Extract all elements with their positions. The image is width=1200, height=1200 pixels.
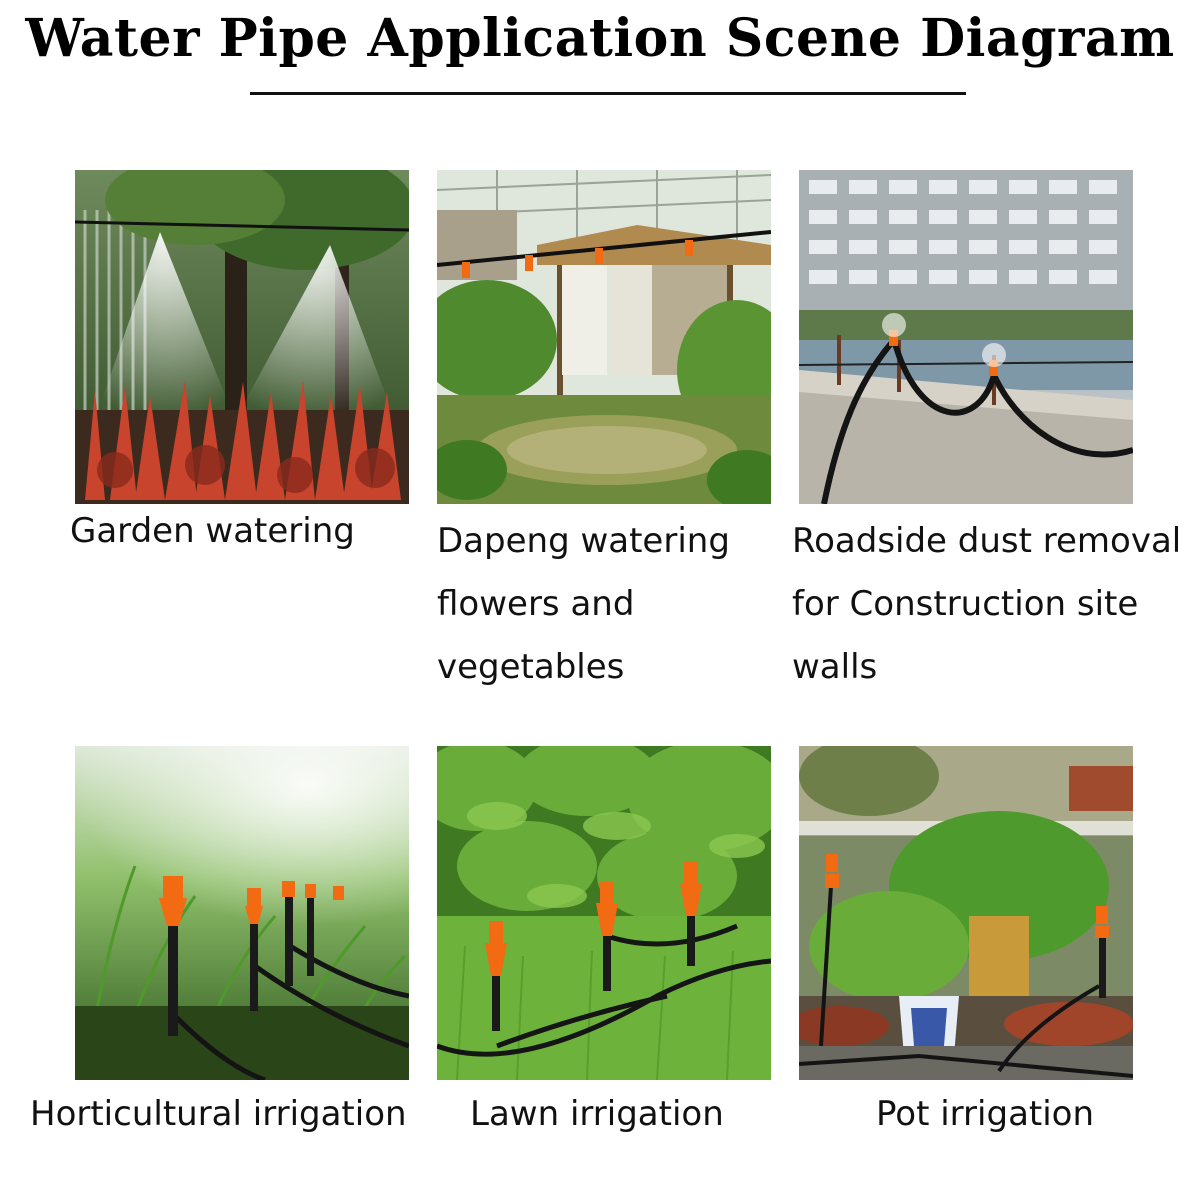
pot-irrigation-photo <box>799 746 1133 1080</box>
caption-lawn-irrigation: Lawn irrigation <box>470 1094 724 1134</box>
caption-roadside-dust-removal: Roadside dust removal for Construction s… <box>792 521 1182 687</box>
caption-pot-irrigation: Pot irrigation <box>876 1094 1095 1134</box>
horticultural-irrigation-photo <box>75 746 409 1080</box>
caption-garden-watering: Garden watering <box>70 511 355 551</box>
page-title: Water Pipe Application Scene Diagram <box>25 8 1175 69</box>
lawn-irrigation-photo <box>437 746 771 1080</box>
garden-watering-photo <box>75 170 409 504</box>
caption-dapeng-watering: Dapeng watering flowers and vegetables <box>437 521 730 687</box>
title-underline <box>250 92 966 95</box>
caption-horticultural-irrigation: Horticultural irrigation <box>30 1094 407 1134</box>
roadside-dust-removal-photo <box>799 170 1133 504</box>
dapeng-watering-photo <box>437 170 771 504</box>
